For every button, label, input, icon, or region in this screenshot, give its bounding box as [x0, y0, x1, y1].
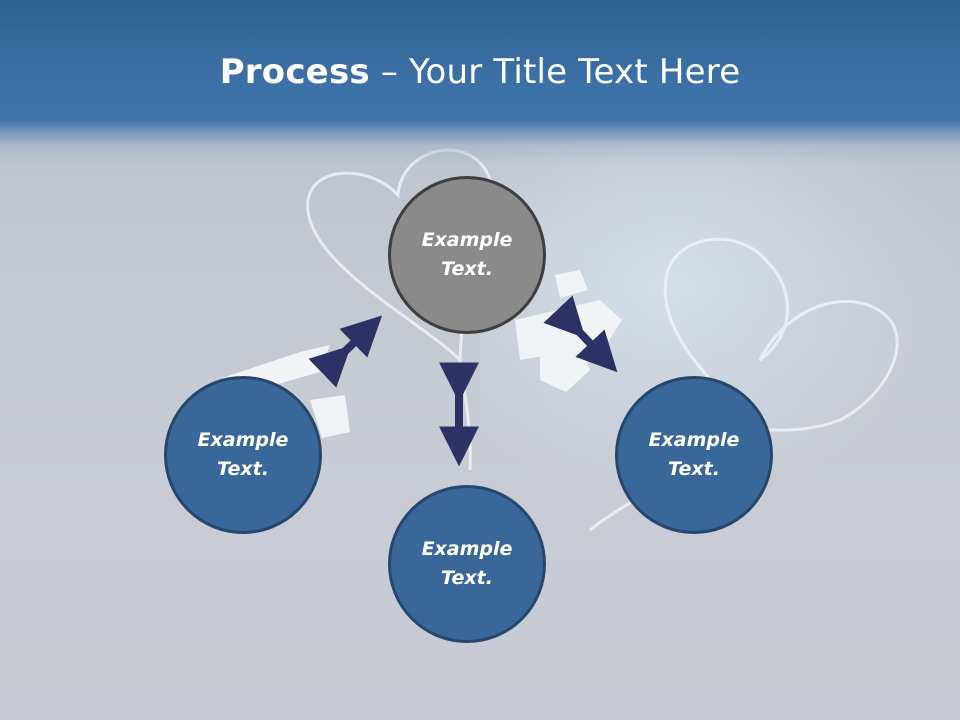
left-bandage-piece-2 [310, 395, 350, 438]
arrow-center-right [543, 295, 618, 373]
node-center: Example Text. [388, 176, 546, 334]
right-heart-outline [663, 237, 899, 432]
node-bottom: Example Text. [388, 485, 546, 643]
title-bold-part: Process [219, 52, 370, 92]
node-bottom-text: Example Text. [421, 538, 513, 589]
node-center-text: Example Text. [421, 229, 513, 280]
title-band [0, 0, 960, 165]
arrow-center-left [308, 315, 383, 388]
node-right-text: Example Text. [648, 429, 740, 480]
node-right: Example Text. [615, 376, 773, 534]
right-bandage-top [555, 270, 588, 298]
node-left: Example Text. [164, 376, 322, 534]
node-left-text: Example Text. [197, 429, 289, 480]
slide-title: Process – Your Title Text Here [0, 52, 960, 92]
title-rest-part: – Your Title Text Here [369, 52, 741, 92]
